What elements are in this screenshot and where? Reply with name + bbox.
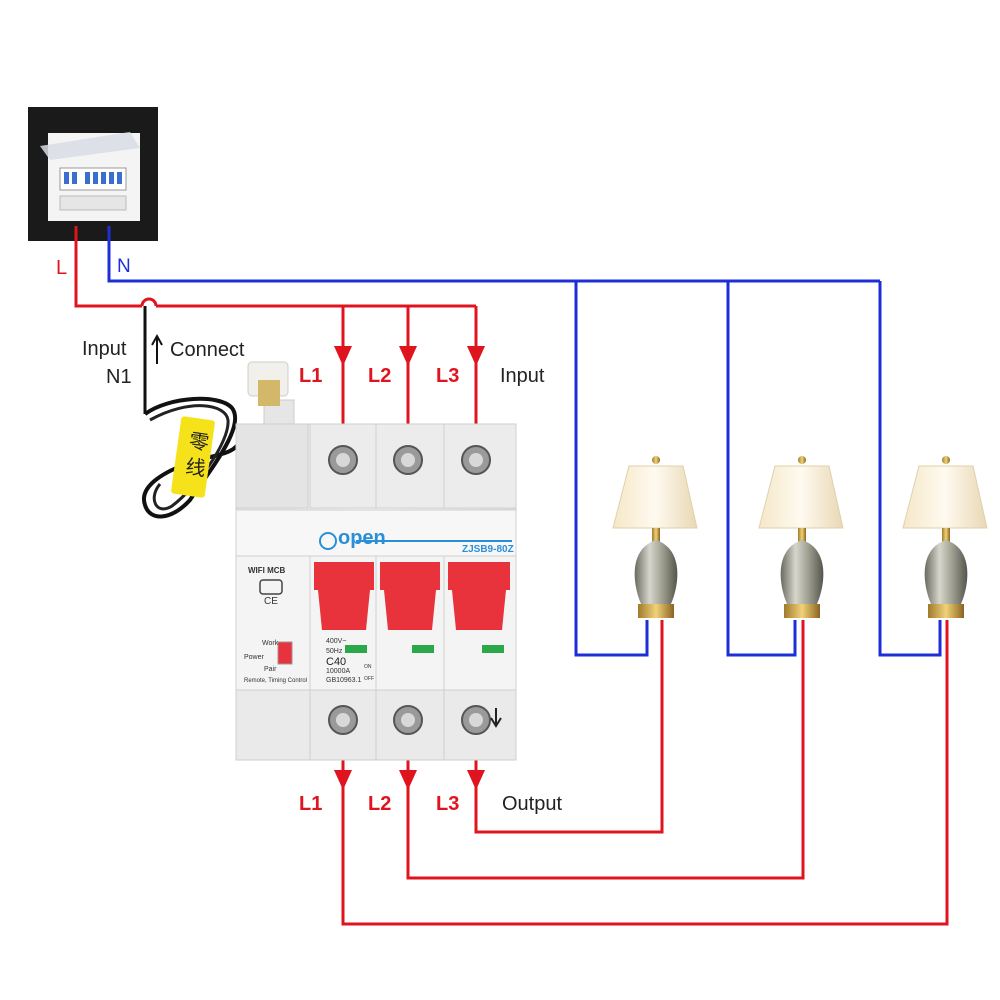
output-l3-label: L3 xyxy=(436,793,460,815)
arrow-down-icon xyxy=(399,770,417,790)
input-l1-label: L1 xyxy=(299,365,323,387)
power-label: Power xyxy=(244,654,264,661)
standard-label: GB10963.1 xyxy=(326,677,362,684)
output-arrows xyxy=(334,770,485,790)
arrow-down-icon xyxy=(334,770,352,790)
on-label: ON xyxy=(364,664,372,670)
lamp-2 xyxy=(758,456,844,618)
frequency-label: 50Hz xyxy=(326,648,343,655)
arrow-down-icon xyxy=(334,346,352,366)
connect-label: Connect xyxy=(170,339,245,361)
arrow-up-icon xyxy=(151,333,163,364)
input-l3-label: L3 xyxy=(436,365,460,387)
model-label: ZJSB9-80Z xyxy=(462,544,514,555)
arrow-down-icon xyxy=(399,346,417,366)
arrow-down-icon xyxy=(467,346,485,366)
top-terminals xyxy=(328,445,491,475)
breaking-label: 10000A xyxy=(326,668,351,675)
lamp-3 xyxy=(902,456,988,618)
input-l2-label: L2 xyxy=(368,365,392,387)
ce-mark: CE xyxy=(264,596,278,607)
wifi-mcb-label: WIFI MCB xyxy=(248,566,286,575)
svg-text:零: 零 xyxy=(188,428,211,455)
input-n1-sub-label: N1 xyxy=(106,366,132,388)
input-n1-label: Input xyxy=(82,338,127,360)
output-label: Output xyxy=(502,793,563,815)
off-label: OFF xyxy=(364,676,374,682)
bottom-terminals xyxy=(328,705,491,735)
live-input-wires xyxy=(74,226,490,453)
n1-wire: 零 线 xyxy=(142,306,242,519)
rating-label: C40 xyxy=(326,656,347,668)
work-label: Work xyxy=(262,640,279,647)
supply-n-label: N xyxy=(117,256,131,277)
voltage-label: 400V~ xyxy=(326,638,347,645)
input-arrows xyxy=(334,346,485,366)
pair-label: Pair xyxy=(264,666,277,673)
output-l2-label: L2 xyxy=(368,793,392,815)
neutral-wires xyxy=(107,226,942,657)
output-l1-label: L1 xyxy=(299,793,323,815)
lamp-1 xyxy=(612,456,698,618)
wifi-breaker xyxy=(235,361,517,761)
arrow-down-icon xyxy=(467,770,485,790)
svg-text:线: 线 xyxy=(184,454,207,481)
input-label: Input xyxy=(500,365,545,387)
breaker-handles xyxy=(314,562,510,630)
brand-label: open xyxy=(338,527,386,549)
remote-label: Remote, Timing Control xyxy=(244,678,308,684)
supply-l-label: L xyxy=(56,257,68,279)
distribution-box xyxy=(28,107,158,241)
